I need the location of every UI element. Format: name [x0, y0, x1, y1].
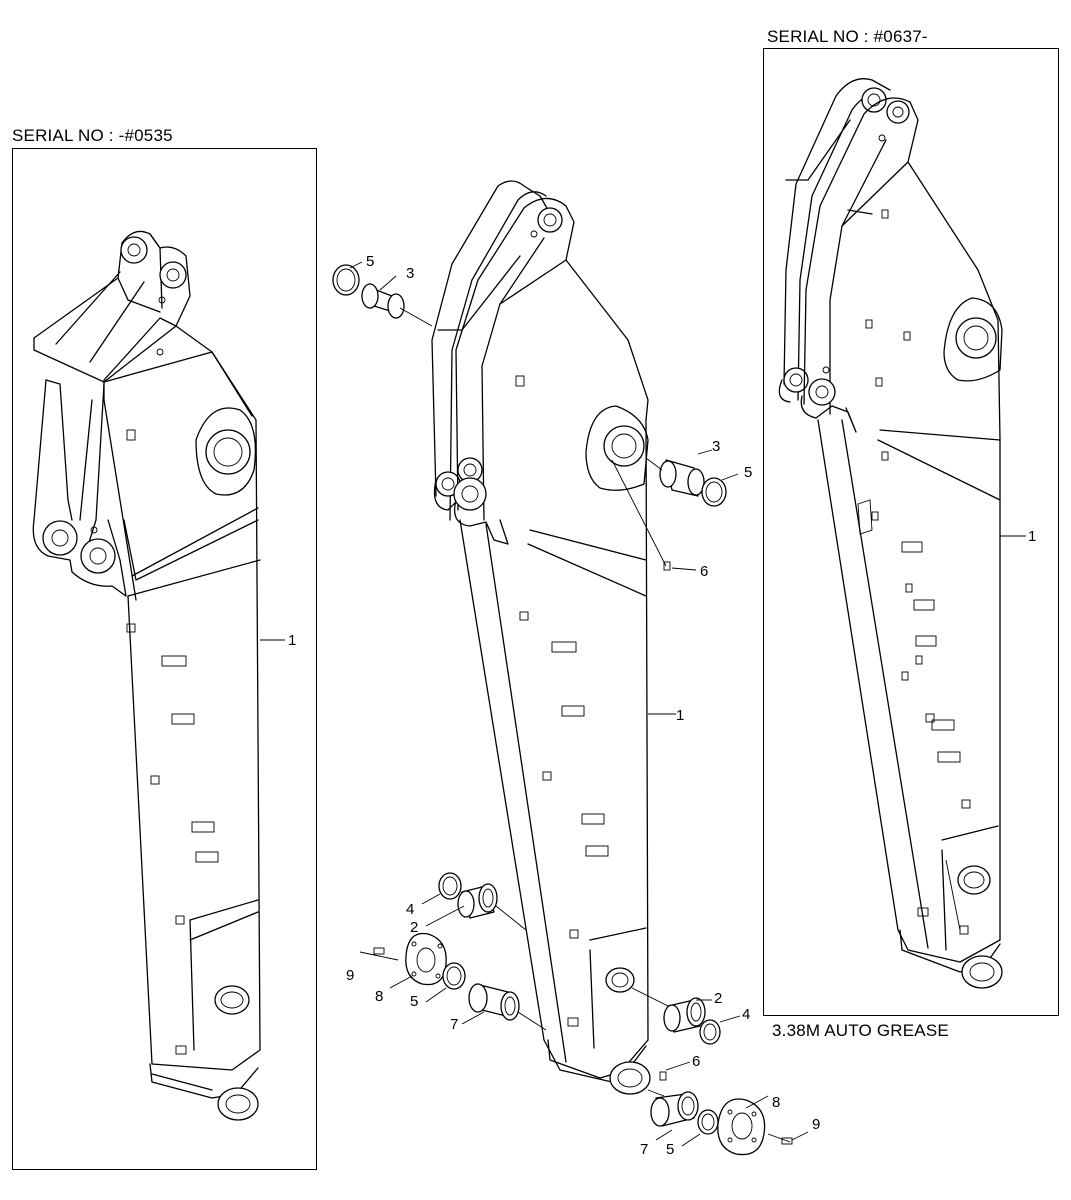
callout-lower-bolt-9: 9: [346, 967, 354, 984]
left-boom-callout: 1: [288, 632, 296, 649]
callout-mid-bushing: 3: [712, 438, 720, 455]
right-boom-callout: 1: [1028, 528, 1036, 545]
callout-mid-ring: 5: [744, 464, 752, 481]
center-boom-callout: 1: [676, 707, 684, 724]
callout-grease-nipple-lower: 6: [692, 1053, 700, 1070]
lower-right-pin-parts: [631, 987, 809, 1156]
right-boom-drawing: [778, 78, 1026, 989]
center-boom-drawing: [431, 180, 676, 1095]
callout-lower-bushing-2: 2: [410, 919, 418, 936]
callout-right-ring-5: 5: [666, 1141, 674, 1158]
callout-top-bushing: 3: [406, 265, 414, 282]
callout-lower-plate-8: 8: [375, 988, 383, 1005]
left-boom-drawing: [32, 230, 285, 1121]
upper-left-pin-parts: [332, 261, 433, 327]
left-boom-frame: [12, 148, 317, 1170]
callout-right-bushing-2: 2: [714, 990, 722, 1007]
callout-lower-ring-5: 5: [410, 993, 418, 1010]
callout-lower-bushing-7: 7: [450, 1016, 458, 1033]
callout-right-bushing-7: 7: [640, 1141, 648, 1158]
right-serial-caption: SERIAL NO : #0637-: [767, 27, 928, 46]
callout-right-bolt-9: 9: [812, 1116, 820, 1133]
callout-grease-nipple-upper: 6: [700, 563, 708, 580]
callout-lower-ring-4: 4: [406, 901, 414, 918]
auto-grease-caption: 3.38M AUTO GREASE: [772, 1021, 949, 1040]
right-boom-frame: [763, 48, 1059, 1016]
left-serial-caption: SERIAL NO : -#0535: [12, 126, 173, 145]
lower-left-pin-parts: [359, 872, 547, 1031]
upper-right-pin-parts: [645, 449, 739, 571]
callout-top-ring: 5: [366, 253, 374, 270]
callout-right-ring-4: 4: [742, 1006, 750, 1023]
callout-right-plate-8: 8: [772, 1094, 780, 1111]
